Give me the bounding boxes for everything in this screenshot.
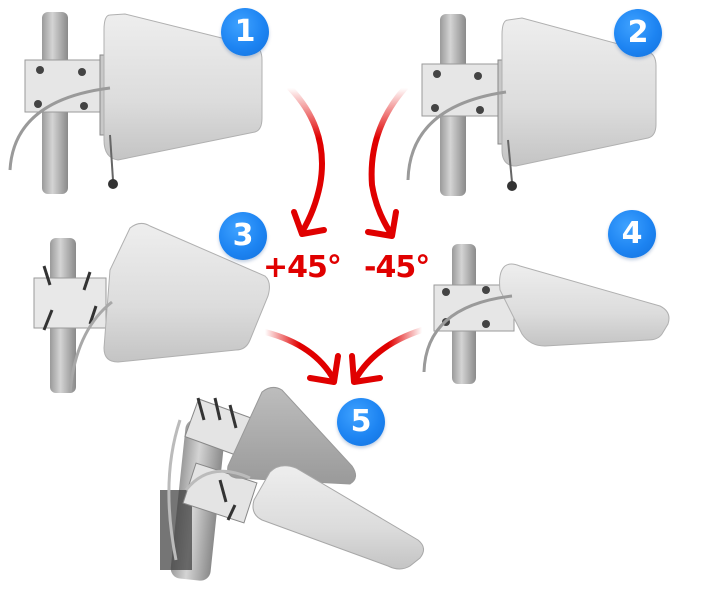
step-badge-1: 1 — [221, 8, 269, 56]
antenna-panel-1 — [8, 12, 263, 194]
step-badge-2: 2 — [614, 9, 662, 57]
antenna-panel-3 — [33, 222, 270, 393]
antenna-panel-4 — [422, 244, 670, 384]
antenna-panel-5 — [160, 386, 424, 581]
step-number: 4 — [621, 216, 643, 251]
combine-arrow-left — [262, 329, 341, 385]
step-badge-4: 4 — [608, 210, 656, 258]
step-number: 2 — [627, 15, 649, 50]
step-number: 5 — [350, 404, 372, 439]
antenna-panel-2 — [406, 14, 657, 196]
step-badge-3: 3 — [219, 212, 267, 260]
angle-label-plus45: +45° — [263, 250, 342, 285]
step-number: 1 — [234, 14, 256, 49]
angle-label-minus45: -45° — [364, 250, 430, 285]
step-number: 3 — [232, 218, 254, 253]
rotation-arrow-minus45 — [365, 85, 408, 239]
step-badge-5: 5 — [337, 398, 385, 446]
combine-arrow-right — [349, 327, 425, 385]
rotation-arrow-plus45 — [287, 85, 327, 237]
